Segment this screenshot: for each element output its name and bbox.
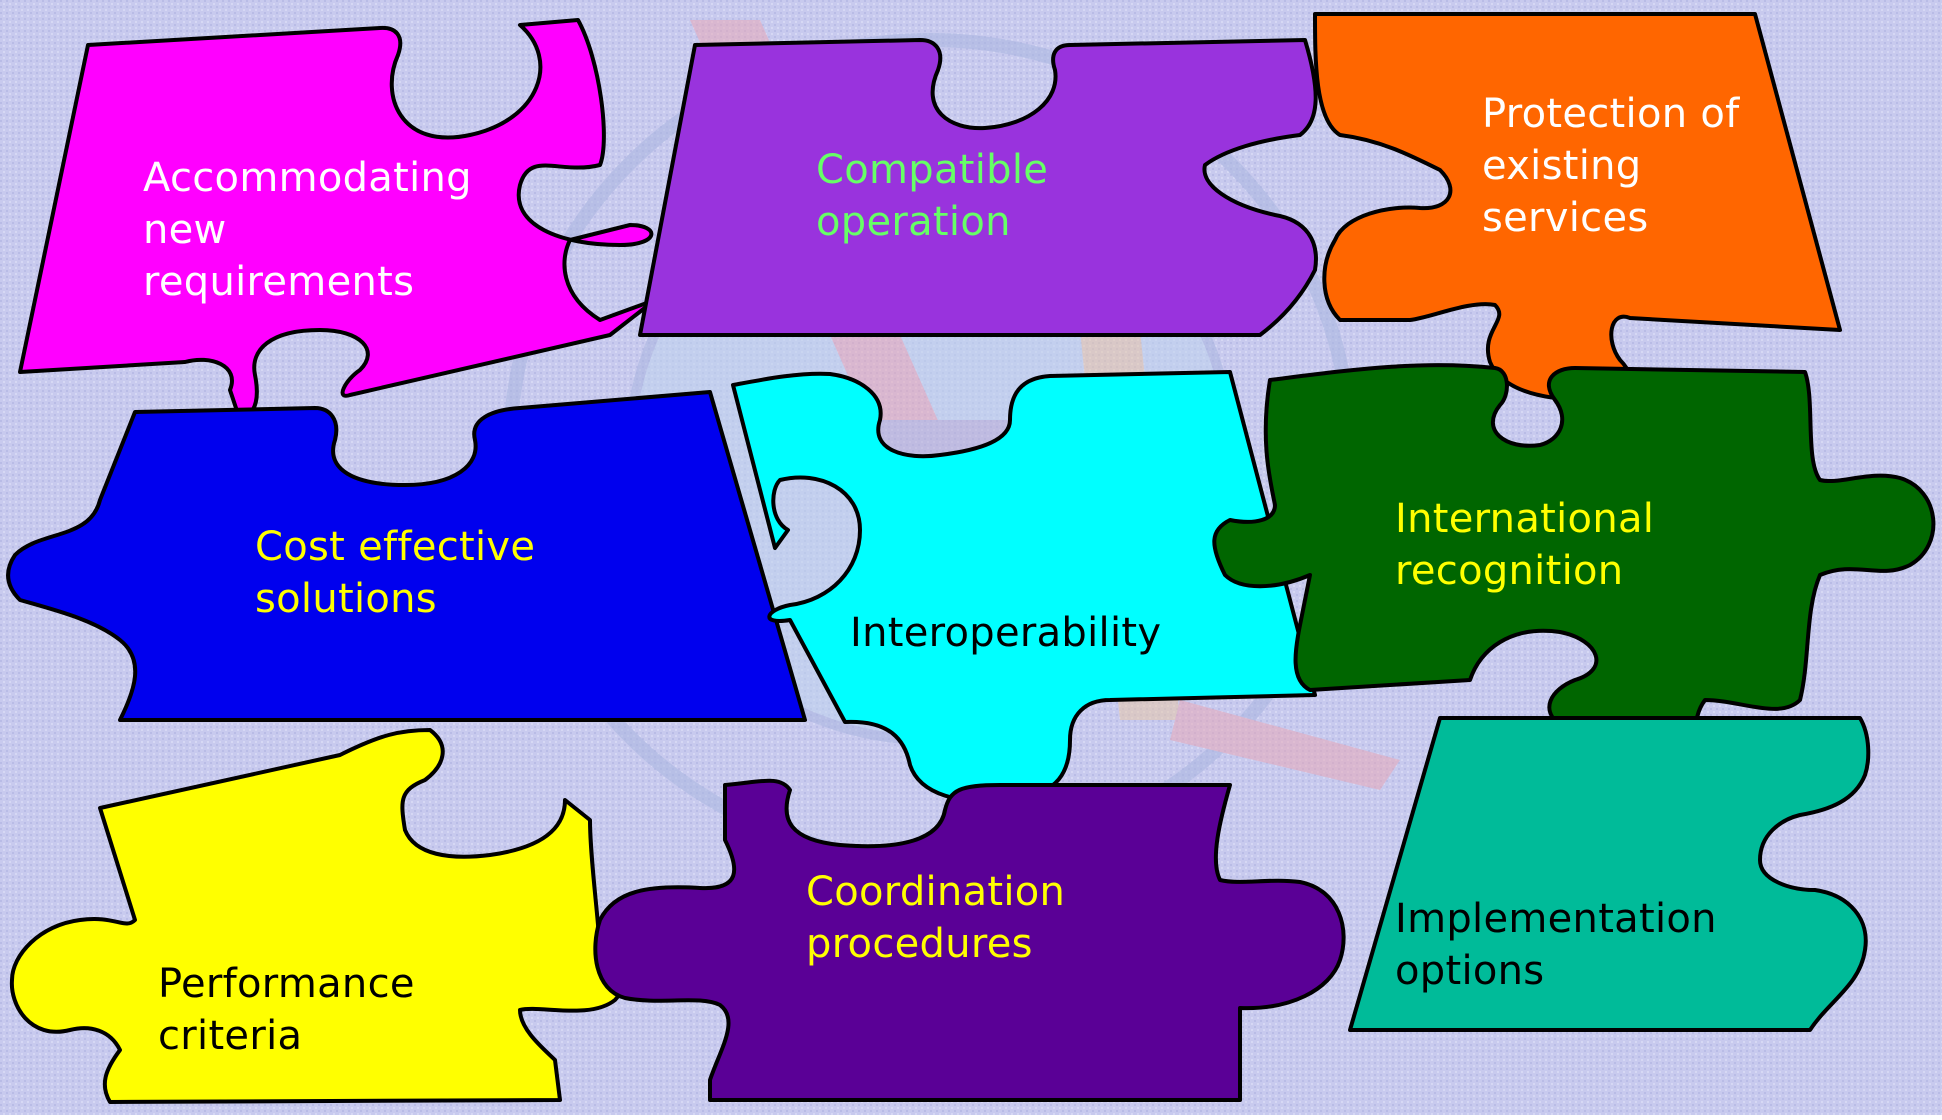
puzzle-piece-compatible xyxy=(638,38,1318,337)
label-international-recognition: International recognition xyxy=(1395,496,1655,594)
puzzle-piece-international xyxy=(1212,363,1936,750)
puzzle-piece-implementation xyxy=(1348,716,1871,1032)
label-performance-criteria: Performance criteria xyxy=(158,961,415,1059)
puzzle-piece-cost xyxy=(6,390,807,722)
puzzle-piece-accommodating xyxy=(18,18,657,422)
puzzle-piece-performance xyxy=(9,728,622,1104)
label-cost-effective-solutions: Cost effective solutions xyxy=(255,524,536,622)
label-accommodating: Accommodating new requirements xyxy=(143,155,472,305)
label-implementation-options: Implementation options xyxy=(1395,896,1717,994)
pieces-layer xyxy=(6,12,1936,1104)
puzzle-piece-coordination xyxy=(593,778,1346,1102)
label-coordination-procedures: Coordination procedures xyxy=(806,869,1066,967)
label-protection-of-existing-services: Protection of existing services xyxy=(1482,91,1740,241)
label-interoperability: Interoperability xyxy=(850,610,1162,656)
label-compatible-operation: Compatible operation xyxy=(816,147,1049,245)
